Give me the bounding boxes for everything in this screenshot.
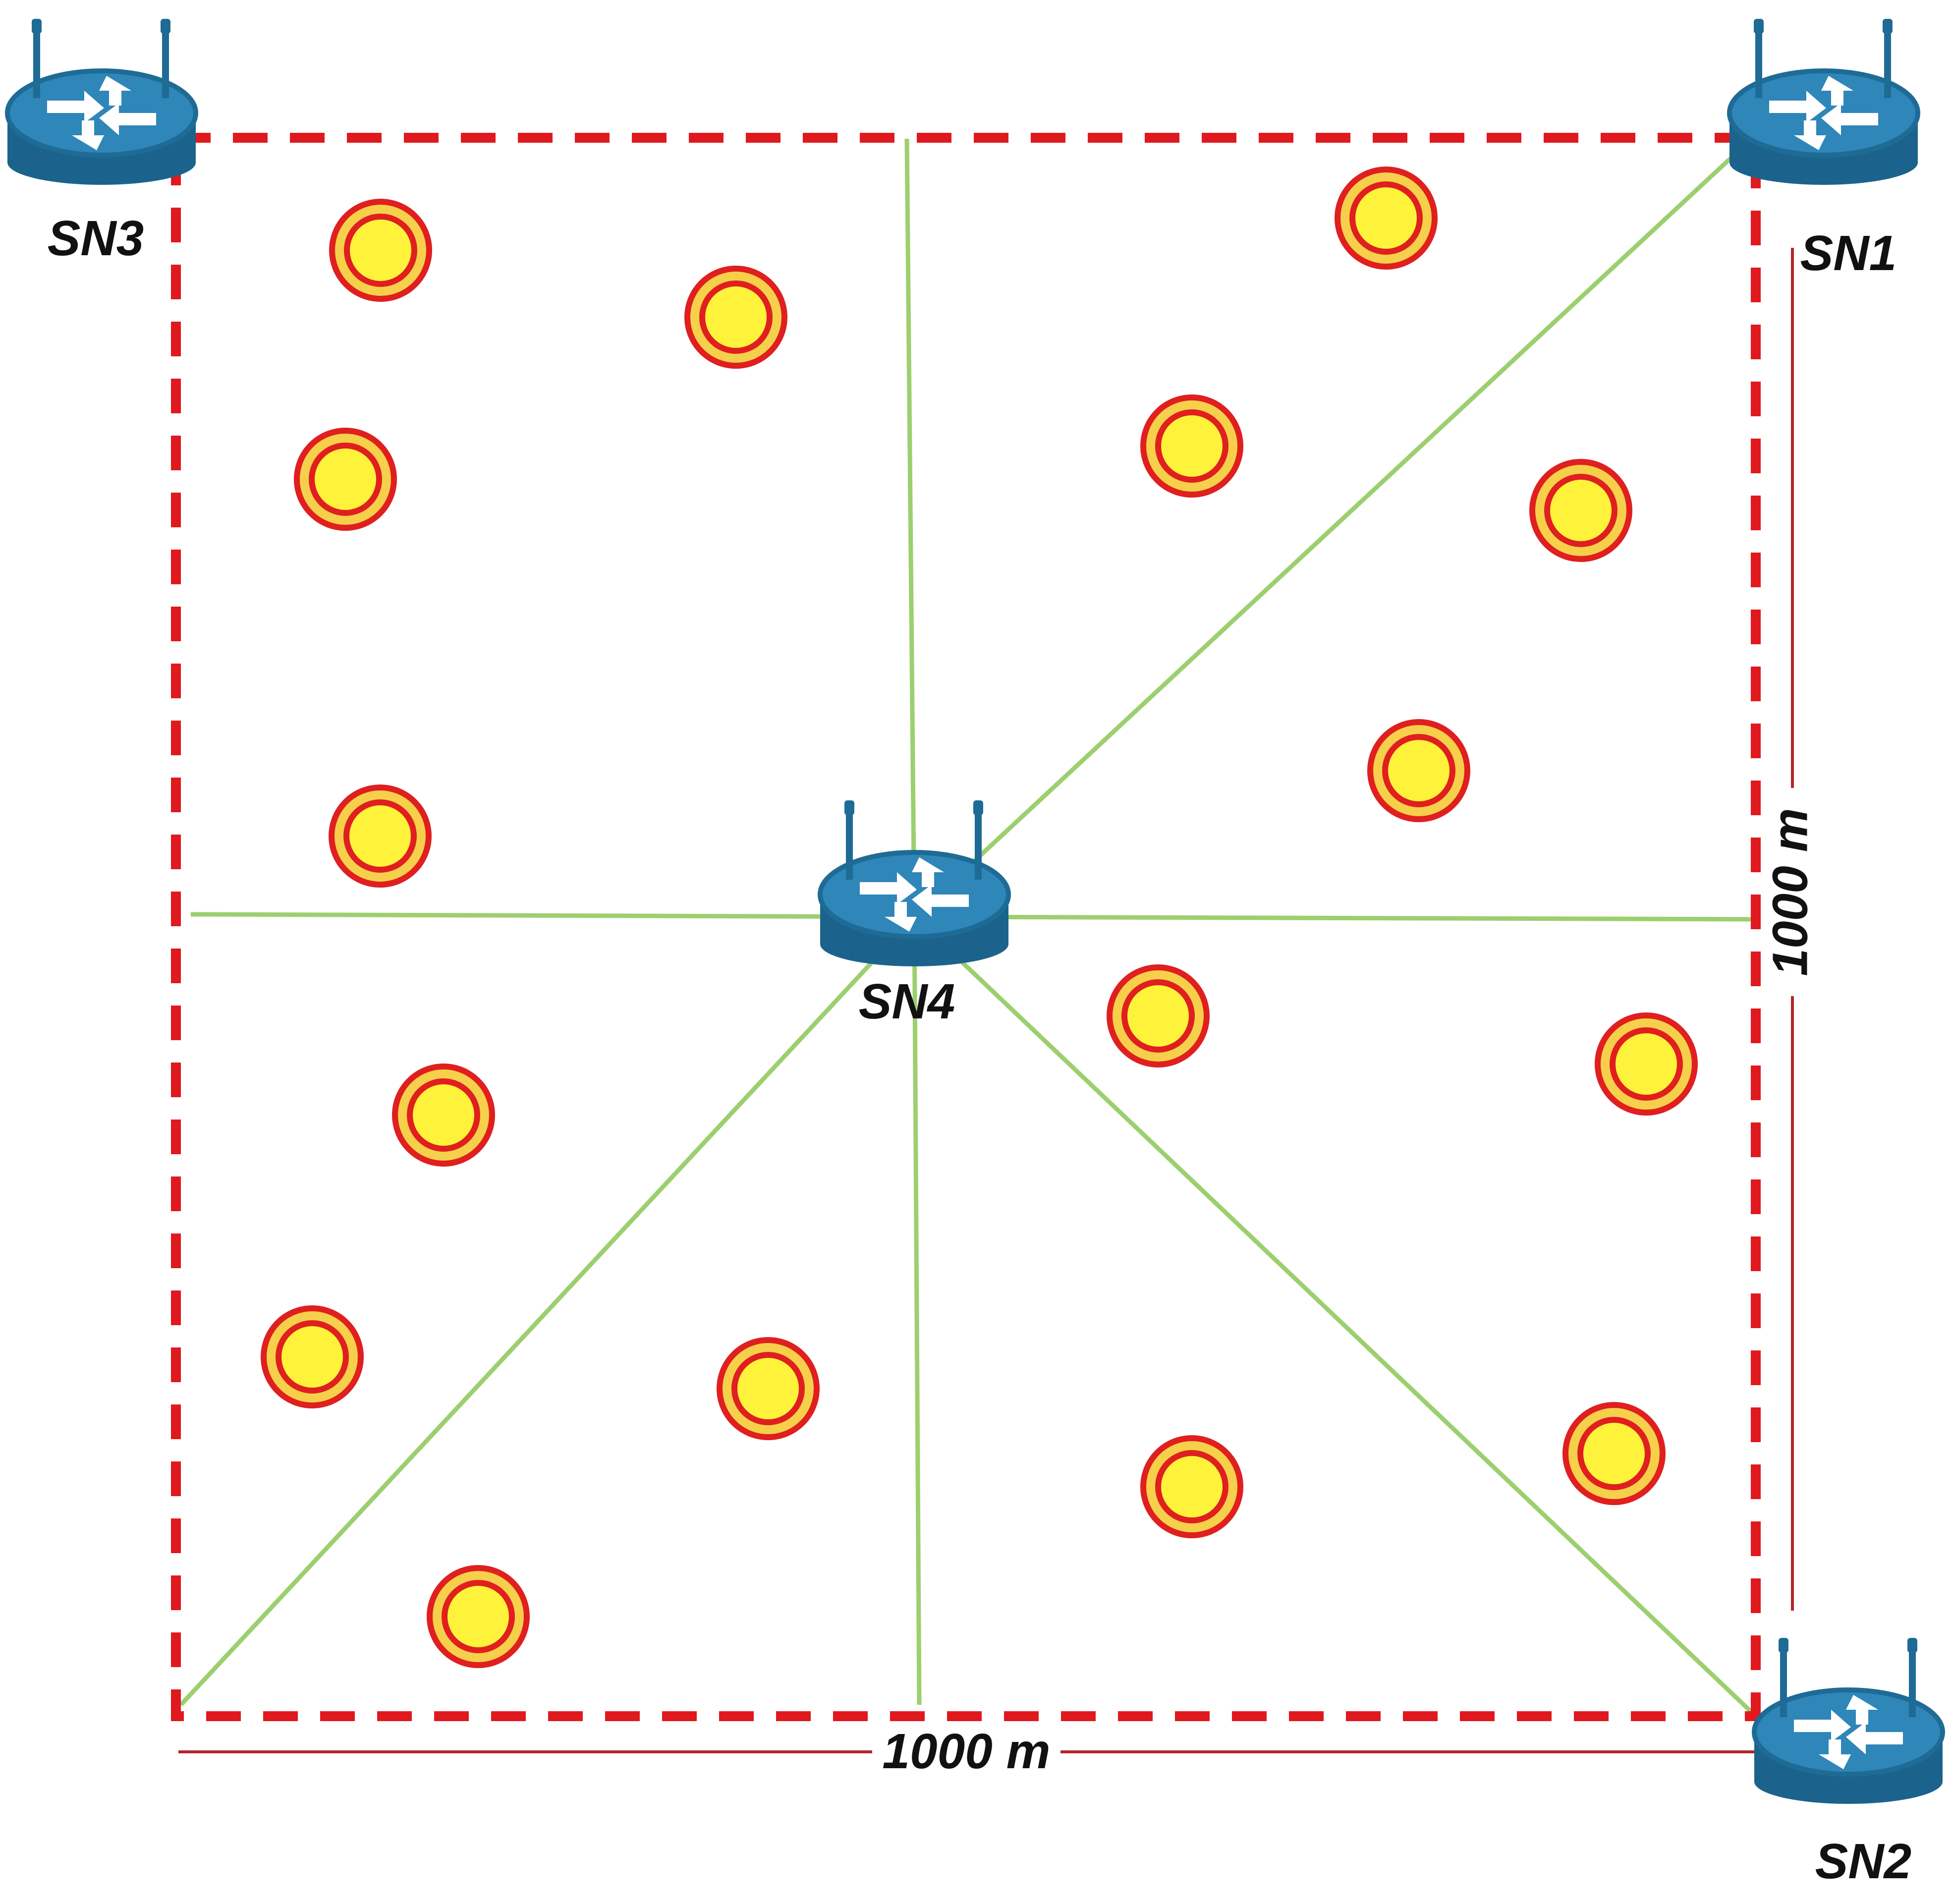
- sensor-node-icon: [1140, 1435, 1243, 1538]
- sensor-node-icon: [1107, 964, 1210, 1067]
- router-sn3: SN3: [7, 19, 196, 266]
- link-line: [912, 916, 922, 1705]
- router-sn3-label: SN3: [48, 211, 144, 266]
- router-icon: [7, 19, 196, 185]
- sensor-node-icon: [1335, 167, 1438, 270]
- sensor-node-icon: [1140, 394, 1243, 498]
- sensor-node-icon: [717, 1337, 820, 1440]
- link-line: [179, 915, 916, 1707]
- sensor-node-icon: [1562, 1402, 1666, 1505]
- router-sn1: SN1: [1729, 19, 1918, 281]
- sensor-node-icon: [1529, 459, 1632, 562]
- router-sn4: SN4: [820, 800, 1008, 1029]
- sensor-node-icon: [329, 199, 432, 302]
- sensor-node-icon: [427, 1565, 530, 1668]
- links-layer: [179, 134, 1756, 1717]
- sensor-node-icon: [1595, 1012, 1698, 1116]
- sensor-node-icon: [392, 1064, 495, 1167]
- router-icon: [1729, 19, 1918, 185]
- sensor-node-icon: [294, 428, 397, 531]
- sensor-layer: [261, 167, 1698, 1668]
- link-line: [914, 914, 1755, 922]
- sensor-node-icon: [1367, 719, 1470, 822]
- router-sn1-label: SN1: [1800, 225, 1897, 281]
- horizontal-dimension-label: 1000 m: [882, 1724, 1050, 1779]
- sensor-node-icon: [684, 266, 787, 369]
- sensor-node-icon: [261, 1305, 364, 1408]
- router-icon: [1754, 1638, 1943, 1804]
- field-boundary: [171, 133, 1761, 1721]
- sensor-node-icon: [329, 784, 432, 888]
- router-sn2-label: SN2: [1815, 1834, 1912, 1889]
- link-line: [190, 912, 915, 919]
- router-sn2: SN2: [1754, 1638, 1943, 1889]
- router-sn4-label: SN4: [859, 974, 955, 1029]
- vertical-dimension-label: 1000 m: [1762, 808, 1818, 976]
- link-line: [912, 915, 1756, 1717]
- link-line: [912, 134, 1756, 919]
- link-line: [904, 138, 917, 917]
